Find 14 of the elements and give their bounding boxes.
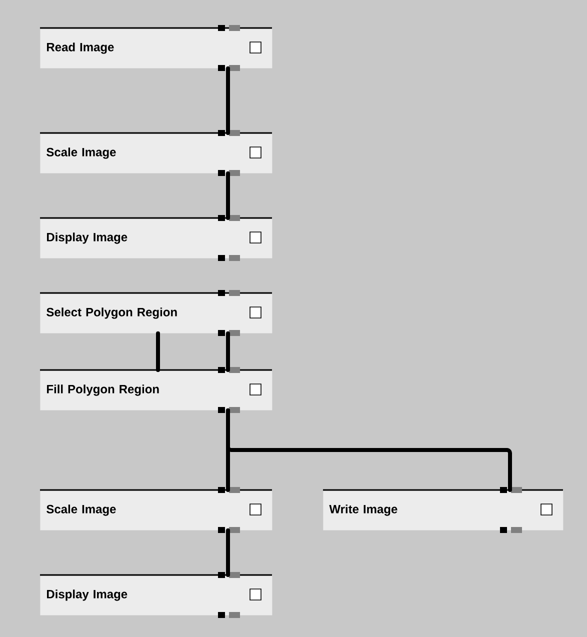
module-box: Select Polygon Region (40, 290, 272, 336)
connector-line (226, 528, 230, 577)
module-box: Fill Polygon Region (40, 367, 272, 413)
connector-line (156, 331, 160, 372)
module-box: Display Image (40, 572, 272, 618)
module-box: Scale Image (40, 487, 272, 533)
module-box: Scale Image (40, 130, 272, 176)
module-box: Display Image (40, 215, 272, 261)
connector-line (226, 66, 230, 135)
connector-line (226, 408, 512, 492)
connector-line (226, 171, 230, 220)
module-box: Write Image (323, 487, 564, 533)
module-box: Read Image (40, 25, 272, 71)
connector-line (226, 331, 230, 372)
